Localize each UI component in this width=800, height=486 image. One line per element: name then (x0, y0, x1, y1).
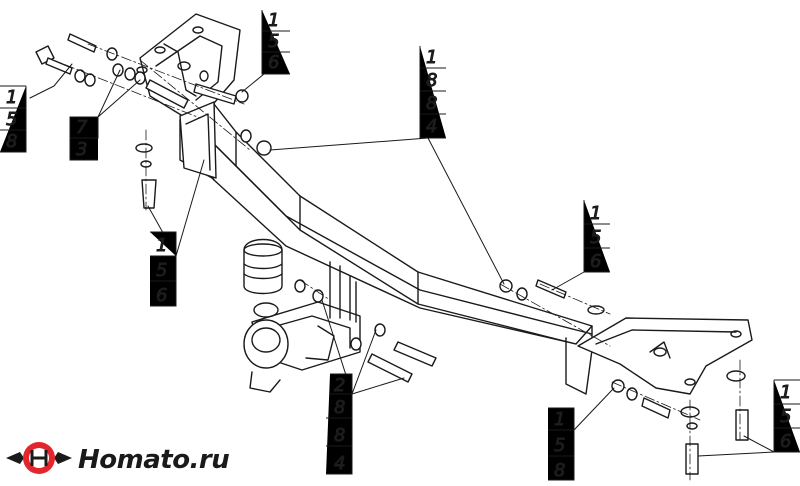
brand-name: Homato.ru (78, 445, 229, 475)
callout-top-right: 1 8 8 4 (419, 46, 446, 139)
callout-top-right-line-1: 1 (426, 47, 437, 68)
callout-top-center-line-1: 1 (268, 10, 279, 31)
tow-ball-assembly (243, 261, 361, 393)
callout-bottom-center-line-2: 8 (334, 397, 345, 418)
callout-bottom-right-b: 1 5 6 (773, 379, 800, 453)
callout-bottom-right-a: 1 5 8 (548, 407, 575, 482)
callout-bottom-right-a-line-2: 5 (554, 435, 565, 456)
callout-top-left: 1 5 8 (0, 85, 27, 153)
callout-right-mid-line-3: 6 (590, 251, 601, 272)
callout-bottom-right-a-line-3: 8 (554, 460, 565, 481)
callout-left-mid-line-1: 7 (76, 117, 88, 138)
callout-top-left-line-2: 5 (6, 109, 17, 130)
callout-left-lower-line-3: 6 (156, 285, 167, 306)
callout-top-center-line-3: 6 (268, 52, 279, 73)
callout-left-mid: 7 3 (69, 116, 99, 161)
brand-logo: Homato.ru (6, 442, 230, 475)
callout-left-lower-line-2: 5 (156, 260, 167, 281)
ball-cap (243, 238, 283, 295)
assembly-axes (47, 43, 741, 481)
callout-left-mid-line-2: 3 (76, 139, 87, 160)
callout-top-right-line-2: 8 (426, 70, 437, 91)
fasteners-top-left (35, 33, 272, 209)
callout-bottom-right-b-line-3: 6 (780, 431, 791, 452)
callout-bottom-center-line-4: 4 (334, 453, 345, 474)
callout-bottom-right-b-line-1: 1 (780, 382, 791, 403)
brand-emblem-icon (6, 442, 72, 474)
callout-top-center-line-2: 5 (268, 31, 279, 52)
callout-top-right-line-3: 8 (426, 93, 437, 114)
callout-left-lower-line-1: 1 (156, 235, 167, 256)
crossbar-beam (179, 103, 593, 395)
callout-top-center: 1 5 6 (261, 10, 290, 75)
callout-right-mid: 1 5 6 (583, 200, 610, 273)
callout-right-mid-line-2: 5 (590, 227, 601, 248)
callout-bottom-center-line-3: 8 (334, 425, 345, 446)
callout-left-lower: 1 5 6 (150, 231, 177, 307)
callout-top-left-line-3: 8 (6, 131, 17, 152)
drawing (29, 13, 775, 481)
callout-bottom-center: 2 8 8 4 (326, 373, 353, 475)
callout-bottom-right-b-line-2: 5 (780, 406, 791, 427)
callout-bottom-right-a-line-1: 1 (554, 409, 565, 430)
leader-lines (29, 63, 775, 457)
callout-top-left-line-1: 1 (6, 87, 17, 108)
callouts: 1 5 6 1 5 8 7 3 1 8 8 4 1 5 6 (0, 10, 800, 482)
right-mounting-bracket (577, 317, 753, 395)
callout-bottom-center-line-1: 2 (334, 375, 345, 396)
callout-top-right-line-4: 4 (426, 116, 437, 137)
callout-right-mid-line-1: 1 (590, 203, 601, 224)
